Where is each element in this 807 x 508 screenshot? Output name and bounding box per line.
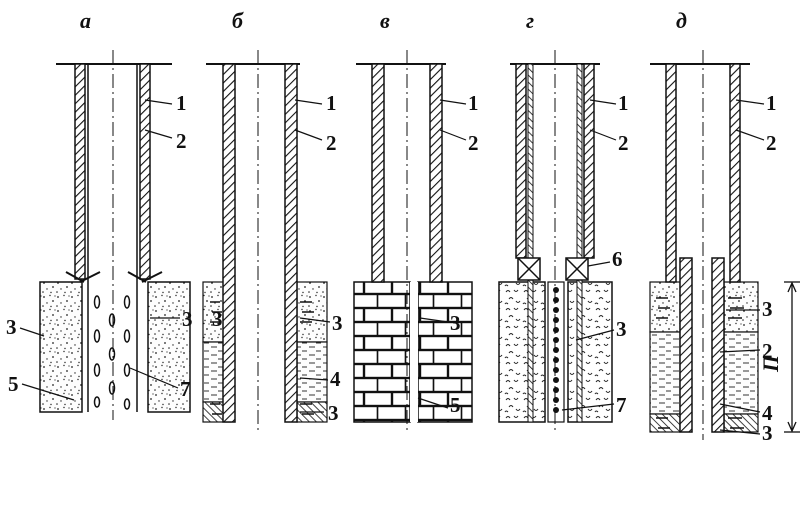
- panel-v: 1 2 3 5: [353, 50, 479, 430]
- label-3: 3: [762, 297, 773, 321]
- panel-b: 1 2 3 3 4 3: [202, 50, 343, 430]
- casing-right: [429, 63, 443, 283]
- label-3: 3: [616, 317, 627, 341]
- casing-right: [729, 63, 741, 283]
- interval-label: П: [758, 354, 783, 373]
- label-1: 1: [766, 91, 777, 115]
- label-3: 3: [182, 307, 193, 331]
- label-6: 6: [612, 247, 623, 271]
- casing-left: [371, 63, 385, 283]
- formation-left: [39, 281, 83, 413]
- label-3: 3: [328, 401, 339, 425]
- casing-left: [515, 63, 527, 259]
- formation-right: [417, 281, 473, 423]
- formation-right: [147, 281, 191, 413]
- casing-left: [222, 63, 236, 423]
- casing-left: [665, 63, 677, 283]
- label-5: 5: [8, 372, 19, 396]
- label-2: 2: [176, 129, 187, 153]
- liner-right: [711, 257, 725, 433]
- label-2: 2: [766, 131, 777, 155]
- label-2: 2: [468, 131, 479, 155]
- casing-right: [284, 63, 298, 423]
- label-2: 2: [618, 131, 629, 155]
- panel-v-title: в: [380, 8, 390, 33]
- label-1: 1: [326, 91, 337, 115]
- panel-g: 1 2 6 3 7: [498, 50, 629, 430]
- interval-dimension: [784, 281, 800, 433]
- packer: [517, 257, 589, 281]
- label-2: 2: [326, 131, 337, 155]
- panel-d-title: д: [676, 8, 687, 33]
- label-3: 3: [762, 421, 773, 445]
- label-3: 3: [450, 311, 461, 335]
- label-7: 7: [616, 393, 627, 417]
- liner-left: [679, 257, 693, 433]
- gravel-pack-left: [498, 281, 546, 423]
- label-3: 3: [6, 315, 17, 339]
- label-4: 4: [330, 367, 341, 391]
- casing-left: [74, 63, 86, 280]
- label-7: 7: [180, 377, 191, 401]
- label-2: 2: [762, 339, 773, 363]
- casing-right: [139, 63, 151, 280]
- panel-d: 1 2 3 2 4 3 П: [649, 50, 800, 445]
- label-4: 4: [762, 401, 773, 425]
- casing-right: [583, 63, 595, 259]
- label-3: 3: [332, 311, 343, 335]
- label-1: 1: [618, 91, 629, 115]
- label-5: 5: [450, 393, 461, 417]
- panel-g-title: г: [526, 8, 534, 33]
- filter-screen: [547, 281, 565, 423]
- label-1: 1: [468, 91, 479, 115]
- slotted-liner: [93, 295, 131, 410]
- panel-b-title: б: [232, 8, 244, 33]
- panel-a-title: а: [80, 8, 91, 33]
- label-1: 1: [176, 91, 187, 115]
- panel-a: 1 2 3 3 5 7: [6, 50, 193, 420]
- formation-left: [353, 281, 411, 423]
- label-3: 3: [212, 307, 223, 331]
- gravel-pack-right: [567, 281, 613, 423]
